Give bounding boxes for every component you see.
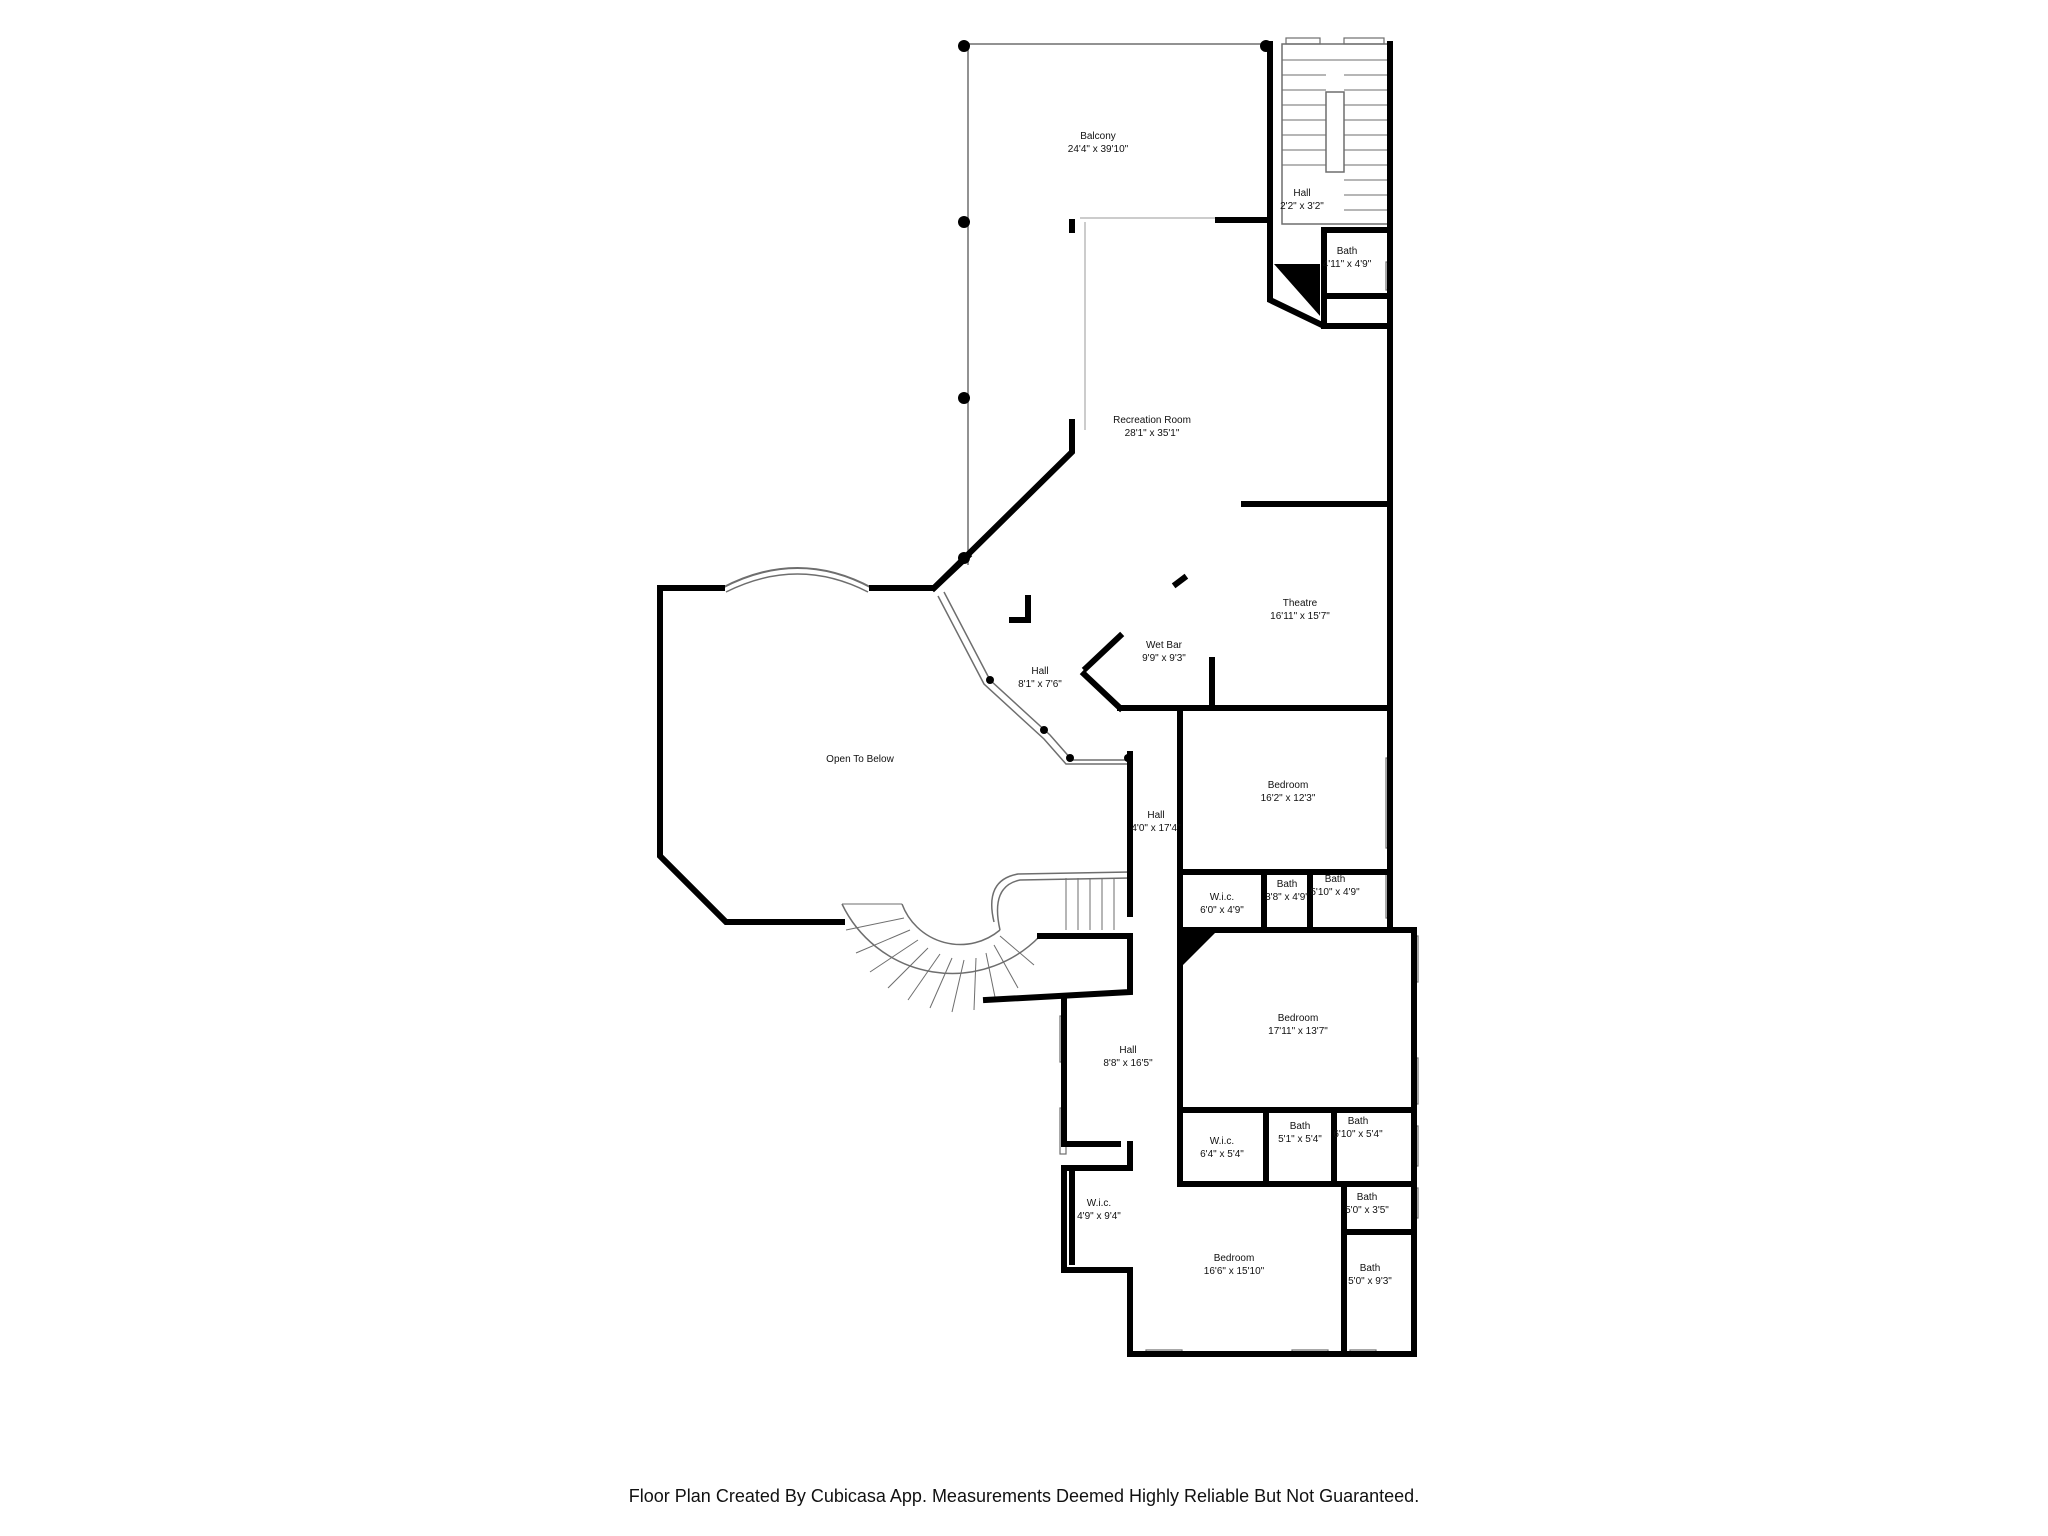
room-dimensions: 5'10" x 4'9" — [1310, 887, 1360, 898]
room-bath-3b: Bath 5'0" x 9'3" — [1348, 1263, 1392, 1287]
railing-diagonal-inner — [937, 595, 1128, 765]
spiral-stair-rail — [996, 877, 1131, 931]
room-dimensions: 17'11" x 13'7" — [1268, 1026, 1328, 1037]
room-hall-diag: Hall 8'1" x 7'6" — [1018, 666, 1062, 690]
room-dimensions: 5'1" x 5'4" — [1278, 1134, 1322, 1145]
room-name: Wet Bar — [1146, 640, 1183, 651]
room-wic-2: W.i.c. 6'4" x 5'4" — [1200, 1136, 1244, 1160]
top-stair-treads — [1282, 59, 1390, 211]
bay-window-arc — [721, 567, 873, 589]
room-dimensions: 6'4" x 5'4" — [1200, 1149, 1244, 1160]
room-dimensions: 6'0" x 4'9" — [1200, 905, 1244, 916]
room-name: Bedroom — [1214, 1253, 1255, 1264]
room-bath-2b: Bath 6'10" x 5'4" — [1333, 1116, 1383, 1140]
spiral-stair-rail-2 — [990, 871, 1131, 923]
room-labels: Balcony 24'4" x 39'10" Hall 2'2" x 3'2" … — [826, 131, 1392, 1287]
wall-top-tower — [1267, 41, 1393, 329]
room-bath-top: Bath 4'11" x 4'9" — [1323, 246, 1372, 270]
room-name: Bath — [1357, 1192, 1378, 1203]
room-name: Bedroom — [1278, 1013, 1319, 1024]
wall-open-below — [657, 585, 845, 925]
room-name: Hall — [1031, 666, 1048, 677]
room-dimensions: 3'8" x 4'9" — [1265, 892, 1309, 903]
room-hall-top: Hall 2'2" x 3'2" — [1280, 188, 1324, 212]
room-dimensions: 5'0" x 3'5" — [1345, 1205, 1389, 1216]
footer-disclaimer: Floor Plan Created By Cubicasa App. Meas… — [628, 1486, 1420, 1506]
room-recreation: Recreation Room 28'1" x 35'1" — [1113, 415, 1191, 439]
room-name: Hall — [1119, 1045, 1136, 1056]
room-dimensions: 16'11" x 15'7" — [1270, 611, 1330, 622]
walls — [657, 41, 1417, 1357]
room-dimensions: 9'9" x 9'3" — [1142, 653, 1186, 664]
room-dimensions: 8'8" x 16'5" — [1103, 1058, 1153, 1069]
railing-diagonal — [943, 591, 1128, 761]
spiral-treads — [842, 878, 1115, 1013]
room-name: Bath — [1277, 879, 1298, 890]
wall-wetbar-diag — [1171, 573, 1189, 589]
spiral-stair-outer — [841, 903, 1041, 975]
room-bedroom-2: Bedroom 17'11" x 13'7" — [1268, 1013, 1328, 1037]
thin-lines — [721, 37, 1419, 1357]
room-bath-1a: Bath 3'8" x 4'9" — [1265, 879, 1309, 903]
room-balcony: Balcony 24'4" x 39'10" — [1068, 131, 1129, 155]
room-hall-lower: Hall 8'8" x 16'5" — [1103, 1045, 1153, 1069]
wall-fill-mid — [1180, 932, 1216, 968]
wall-lower-hall — [1061, 997, 1121, 1147]
room-bath-3a: Bath 5'0" x 3'5" — [1345, 1192, 1389, 1216]
room-dimensions: 24'4" x 39'10" — [1068, 144, 1129, 155]
room-dimensions: 4'0" x 17'4" — [1131, 823, 1181, 834]
room-bedroom-1: Bedroom 16'2" x 12'3" — [1261, 780, 1316, 804]
room-dimensions: 4'9" x 9'4" — [1077, 1211, 1121, 1222]
room-dimensions: 2'2" x 3'2" — [1280, 201, 1324, 212]
room-name: Bedroom — [1268, 780, 1309, 791]
room-dimensions: 5'0" x 9'3" — [1348, 1276, 1392, 1287]
room-open-to-below: Open To Below — [826, 754, 894, 765]
room-name: Recreation Room — [1113, 415, 1191, 426]
room-name: Open To Below — [826, 754, 894, 765]
room-bath-2a: Bath 5'1" x 5'4" — [1278, 1121, 1322, 1145]
wall-wetbar-left — [1081, 631, 1125, 673]
room-name: Theatre — [1283, 598, 1318, 609]
bay-window-arc-inner — [725, 573, 869, 593]
room-name: W.i.c. — [1210, 892, 1234, 903]
room-dimensions: 16'6" x 15'10" — [1204, 1266, 1265, 1277]
room-name: W.i.c. — [1210, 1136, 1234, 1147]
room-hall-center: Hall 4'0" x 17'4" — [1131, 810, 1181, 834]
wall-hall-spiral-down — [982, 939, 1133, 1004]
room-theatre: Theatre 16'11" x 15'7" — [1270, 598, 1330, 622]
room-name: W.i.c. — [1087, 1198, 1111, 1209]
wall-hall-diag — [1079, 669, 1125, 713]
room-dimensions: 8'1" x 7'6" — [1018, 679, 1062, 690]
room-wet-bar: Wet Bar 9'9" x 9'3" — [1142, 640, 1186, 664]
wall-rec-diag — [929, 419, 1075, 593]
room-name: Bath — [1325, 874, 1346, 885]
wall-bed3 — [1061, 1165, 1417, 1357]
spiral-stair-inner — [901, 903, 1001, 946]
room-name: Bath — [1348, 1116, 1369, 1127]
room-wic-1: W.i.c. 6'0" x 4'9" — [1200, 892, 1244, 916]
room-dimensions: 28'1" x 35'1" — [1125, 428, 1180, 439]
room-name: Bath — [1337, 246, 1358, 257]
room-bedroom-3: Bedroom 16'6" x 15'10" — [1204, 1253, 1265, 1277]
room-dimensions: 4'11" x 4'9" — [1323, 259, 1372, 270]
room-name: Bath — [1290, 1121, 1311, 1132]
room-name: Hall — [1293, 188, 1310, 199]
room-wic-3: W.i.c. 4'9" x 9'4" — [1077, 1198, 1121, 1222]
columns — [958, 40, 1272, 762]
room-dimensions: 6'10" x 5'4" — [1333, 1129, 1383, 1140]
room-bath-1b: Bath 5'10" x 4'9" — [1310, 874, 1360, 898]
top-stairs-well — [1325, 91, 1345, 173]
wall-fill-top — [1274, 264, 1320, 316]
room-name: Hall — [1147, 810, 1164, 821]
room-name: Bath — [1360, 1263, 1381, 1274]
room-dimensions: 16'2" x 12'3" — [1261, 793, 1316, 804]
room-name: Balcony — [1080, 131, 1116, 142]
